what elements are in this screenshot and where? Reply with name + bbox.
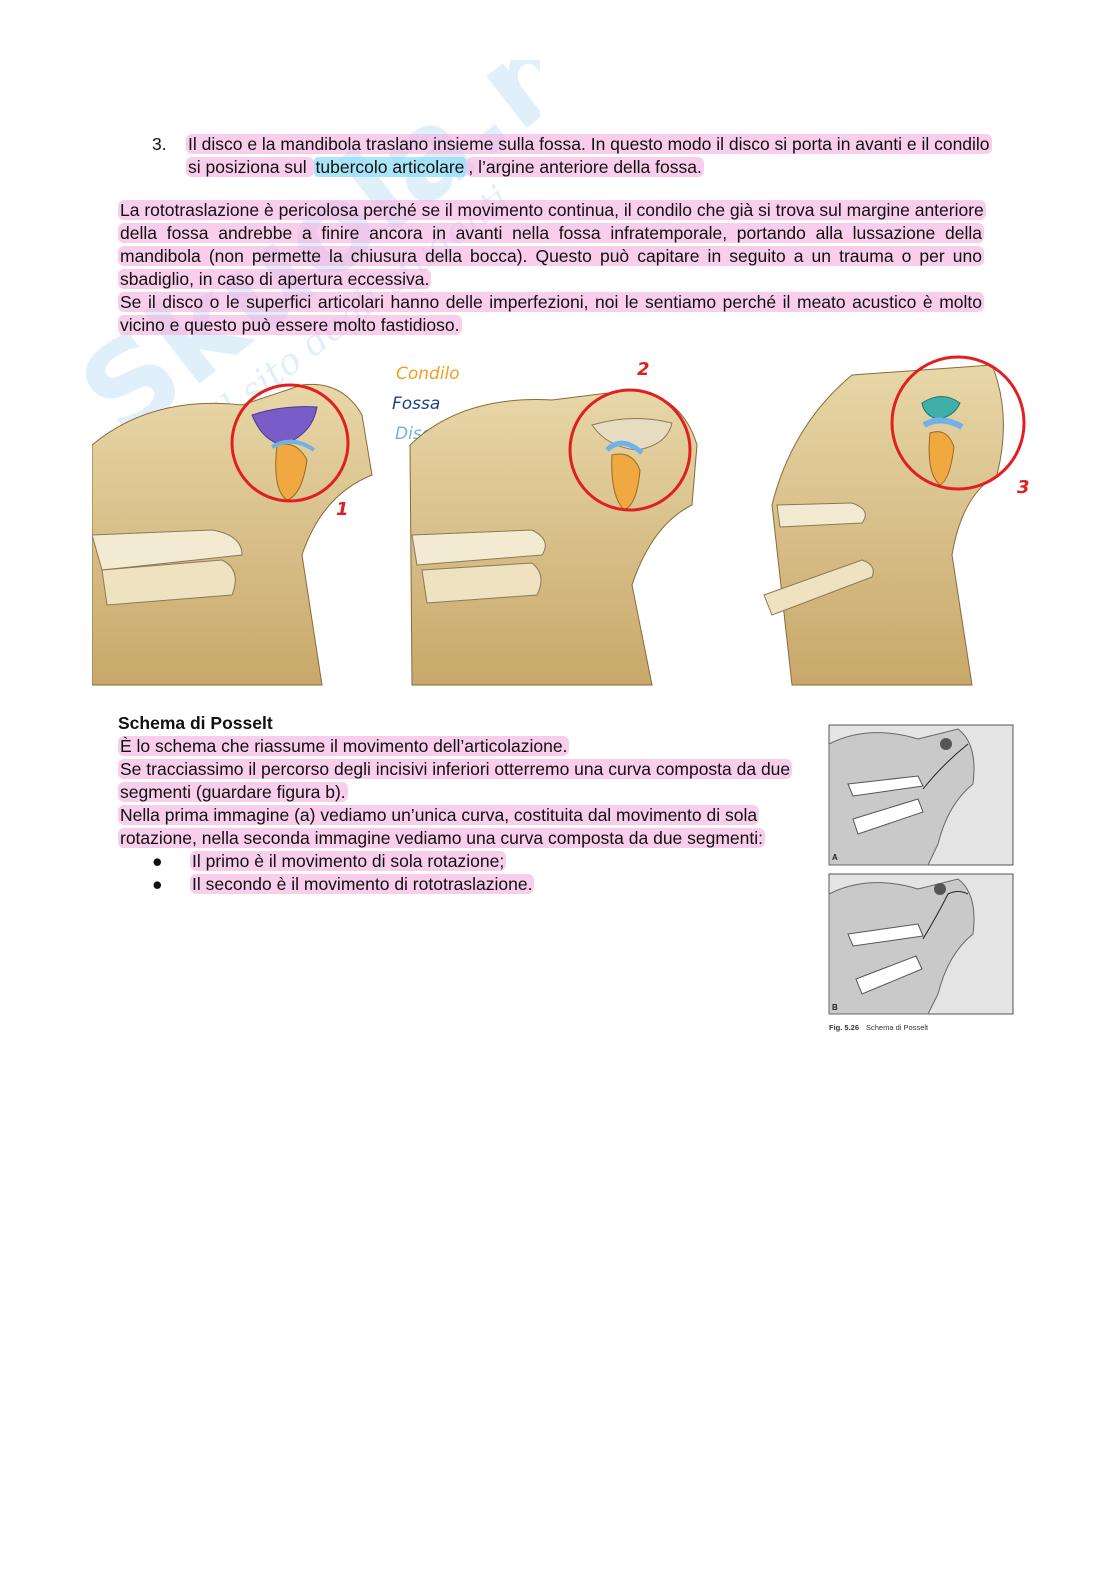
posselt-line-3: Nella prima immagine (a) vediamo un’unic… [118,805,766,848]
panel-label-b: B [832,1003,838,1012]
tmj-skull-figure: 1 Condilo Fossa Disco 2 3 [92,355,1030,686]
figure-number: Fig. 5.26 [829,1023,859,1032]
posselt-figure: A B Fig. 5.26 Schema di Posselt [828,724,1014,1032]
panel-label-1: 1 [336,499,349,520]
panel-label-a: A [832,853,838,862]
posselt-line-1: È lo schema che riassume il movimento de… [118,736,570,756]
list-item: ● Il secondo è il movimento di rototrasla… [118,873,818,896]
step3-highlight-term: tubercolo articolare [313,157,467,177]
highlight-circle-3 [890,355,1026,491]
legend-fossa: Fossa [392,394,440,414]
bullet-icon: ● [152,851,163,871]
figure-caption: Schema di Posselt [866,1023,929,1032]
list-item-text: Il primo è il movimento di sola rotazion… [190,851,507,871]
bullet-icon: ● [152,874,163,894]
highlight-circle-1 [230,383,350,503]
list-item-text: Il secondo è il movimento di rototraslaz… [190,874,535,894]
body-paragraph: La rototraslazione è pericolosa perché s… [118,199,986,337]
paragraph-1: La rototraslazione è pericolosa perché s… [118,200,986,289]
numbered-item-3: 3. Il disco e la mandibola traslano insi… [152,133,992,179]
skull-panel-3: 3 [763,355,1030,686]
step3-text-b: , l’argine anteriore della fossa. [466,157,704,177]
paragraph-2: Se il disco o le superfici articolari ha… [118,292,984,335]
skull-panel-1: 1 [92,383,373,686]
legend-condilo: Condilo [396,364,460,384]
item-number: 3. [152,134,167,154]
item-body: Il disco e la mandibola traslano insieme… [186,133,992,179]
skull-panel-2: 2 [409,359,698,686]
posselt-line-2: Se tracciassimo il percorso degli incisi… [118,759,793,802]
bullet-list: ● Il primo è il movimento di sola rotazio… [118,850,818,896]
panel-label-2: 2 [637,359,650,380]
section-title: Schema di Posselt [118,713,273,733]
list-item: ● Il primo è il movimento di sola rotazio… [118,850,818,873]
color-legend: Condilo Fossa Disco [392,364,460,444]
panel-label-3: 3 [1017,477,1030,498]
posselt-section: Schema di Posselt È lo schema che riassu… [118,712,818,896]
highlight-circle-2 [568,388,692,512]
